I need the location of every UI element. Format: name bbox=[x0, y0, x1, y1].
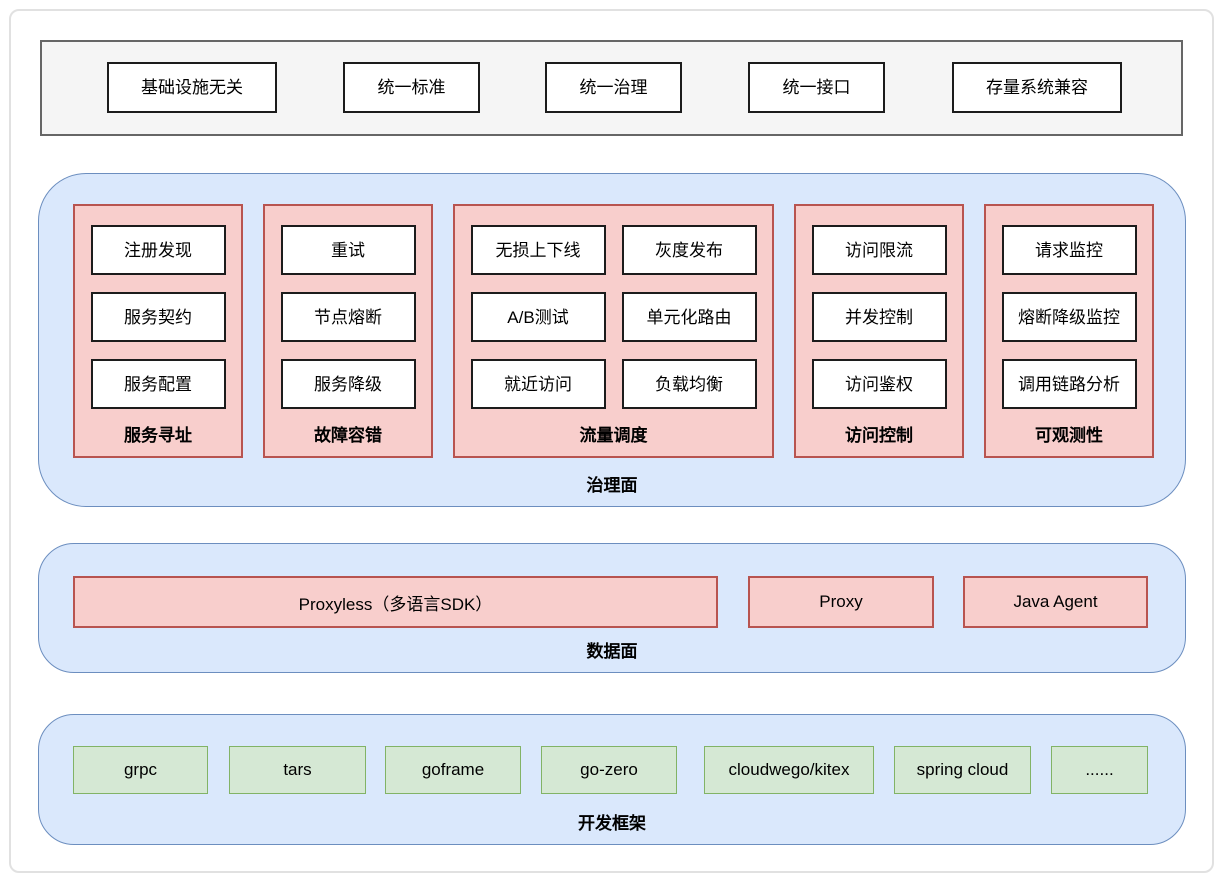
capability-box: 单元化路由 bbox=[621, 292, 757, 342]
framework-box-goframe: goframe bbox=[385, 746, 521, 794]
group-fault-tolerance: 重试 节点熔断 服务降级 故障容错 bbox=[263, 204, 433, 458]
capability-box: 注册发现 bbox=[90, 225, 226, 275]
principle-unified-governance: 统一治理 bbox=[545, 62, 682, 113]
governance-plane-label: 治理面 bbox=[586, 476, 638, 495]
framework-plane-label: 开发框架 bbox=[578, 814, 646, 833]
proxyless-sdk-bar: Proxyless（多语言SDK） bbox=[73, 576, 718, 628]
group-access-control: 访问限流 并发控制 访问鉴权 访问控制 bbox=[794, 204, 964, 458]
capability-box: 访问限流 bbox=[811, 225, 947, 275]
data-plane-label: 数据面 bbox=[586, 642, 638, 661]
principle-legacy-compatibility: 存量系统兼容 bbox=[952, 62, 1122, 113]
capability-box: 重试 bbox=[280, 225, 416, 275]
group-service-addressing: 注册发现 服务契约 服务配置 服务寻址 bbox=[73, 204, 243, 458]
framework-box-tars: tars bbox=[229, 746, 366, 794]
capability-box: 服务契约 bbox=[90, 292, 226, 342]
principle-unified-standard: 统一标准 bbox=[343, 62, 480, 113]
group-label-service-addressing: 服务寻址 bbox=[124, 426, 192, 445]
data-plane: Proxyless（多语言SDK） Proxy Java Agent 数据面 bbox=[38, 543, 1186, 673]
framework-box-spring-cloud: spring cloud bbox=[894, 746, 1031, 794]
group-items: 访问限流 并发控制 访问鉴权 bbox=[811, 225, 947, 409]
capability-box: 负载均衡 bbox=[621, 359, 757, 409]
capability-box: 服务降级 bbox=[280, 359, 416, 409]
group-label-fault-tolerance: 故障容错 bbox=[314, 426, 382, 445]
java-agent-bar: Java Agent bbox=[963, 576, 1148, 628]
group-items: 无损上下线 灰度发布 A/B测试 单元化路由 就近访问 负载均衡 bbox=[470, 225, 757, 409]
capability-box: 请求监控 bbox=[1001, 225, 1137, 275]
group-items: 请求监控 熔断降级监控 调用链路分析 bbox=[1001, 225, 1137, 409]
framework-box-more: ...... bbox=[1051, 746, 1148, 794]
framework-plane: grpc tars goframe go-zero cloudwego/kite… bbox=[38, 714, 1186, 845]
governance-plane: 注册发现 服务契约 服务配置 服务寻址 重试 节点熔断 服务降级 故障容错 无损… bbox=[38, 173, 1186, 507]
capability-box: 服务配置 bbox=[90, 359, 226, 409]
capability-box: 熔断降级监控 bbox=[1001, 292, 1137, 342]
group-items: 重试 节点熔断 服务降级 bbox=[280, 225, 416, 409]
governance-groups-row: 注册发现 服务契约 服务配置 服务寻址 重试 节点熔断 服务降级 故障容错 无损… bbox=[73, 204, 1154, 458]
group-label-observability: 可观测性 bbox=[1035, 426, 1103, 445]
principles-bar: 基础设施无关 统一标准 统一治理 统一接口 存量系统兼容 bbox=[40, 40, 1183, 136]
capability-box: 并发控制 bbox=[811, 292, 947, 342]
capability-box: 灰度发布 bbox=[621, 225, 757, 275]
group-label-access-control: 访问控制 bbox=[845, 426, 913, 445]
proxy-bar: Proxy bbox=[748, 576, 934, 628]
capability-box: 访问鉴权 bbox=[811, 359, 947, 409]
capability-box: 调用链路分析 bbox=[1001, 359, 1137, 409]
principle-unified-interface: 统一接口 bbox=[748, 62, 885, 113]
framework-box-grpc: grpc bbox=[73, 746, 208, 794]
principle-infrastructure-agnostic: 基础设施无关 bbox=[107, 62, 277, 113]
capability-box: A/B测试 bbox=[470, 292, 606, 342]
group-observability: 请求监控 熔断降级监控 调用链路分析 可观测性 bbox=[984, 204, 1154, 458]
framework-box-go-zero: go-zero bbox=[541, 746, 677, 794]
group-items: 注册发现 服务契约 服务配置 bbox=[90, 225, 226, 409]
capability-box: 就近访问 bbox=[470, 359, 606, 409]
group-traffic-scheduling: 无损上下线 灰度发布 A/B测试 单元化路由 就近访问 负载均衡 流量调度 bbox=[453, 204, 774, 458]
capability-box: 无损上下线 bbox=[470, 225, 606, 275]
group-label-traffic-scheduling: 流量调度 bbox=[579, 426, 648, 445]
framework-box-cloudwego-kitex: cloudwego/kitex bbox=[704, 746, 874, 794]
capability-box: 节点熔断 bbox=[280, 292, 416, 342]
